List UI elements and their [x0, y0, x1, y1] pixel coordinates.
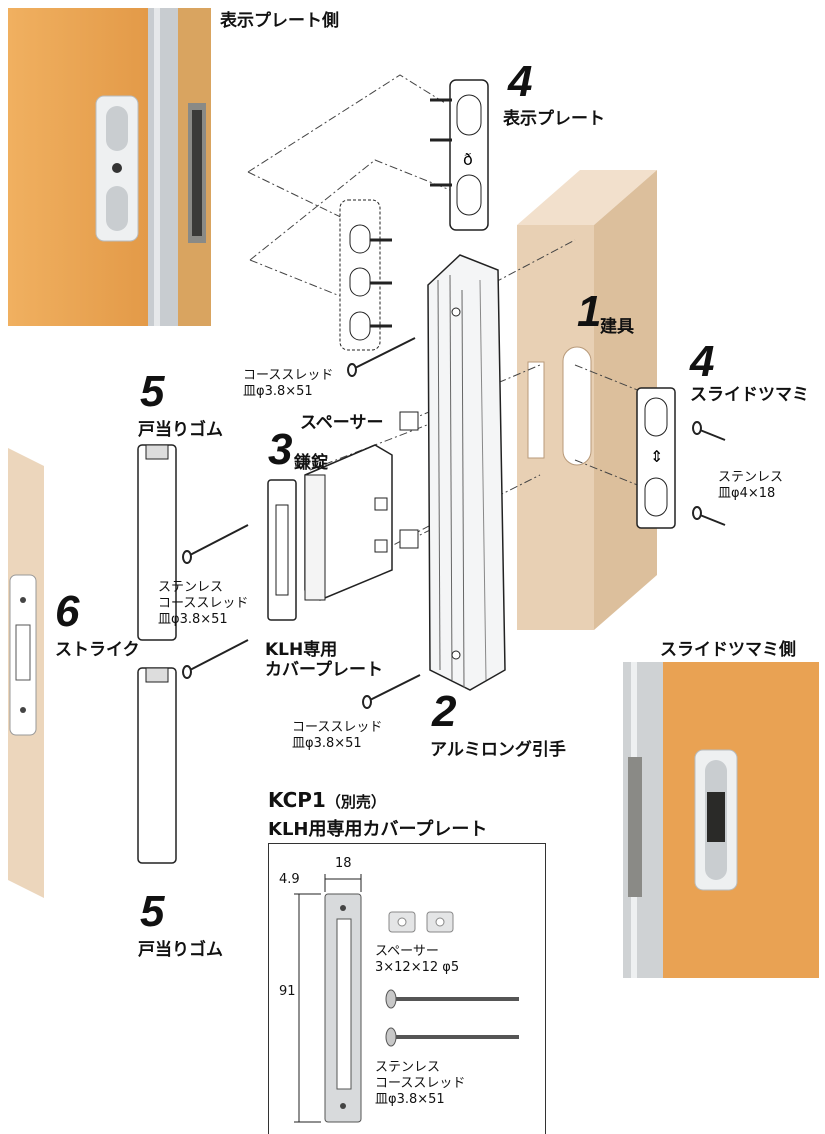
label-slide-knob-side: スライドツマミ側 — [660, 640, 796, 660]
part-number-4-top: 4 — [508, 57, 533, 106]
part-number-1: 1 — [577, 287, 602, 336]
part-number-5-bottom: 5 — [140, 887, 165, 936]
part-number-4-right: 4 — [690, 337, 715, 386]
part-number-6: 6 — [55, 587, 80, 636]
door-stop-rubber-top — [137, 444, 177, 641]
spacer-upper — [399, 411, 419, 431]
kcp1-screw-line1: ステンレス — [375, 1060, 441, 1075]
screws — [182, 337, 726, 709]
label-slide-knob: スライドツマミ — [690, 385, 809, 405]
label-display-plate-side: 表示プレート側 — [220, 11, 339, 31]
svg-text:ð: ð — [463, 150, 473, 169]
kcp1-dim-offset: 4.9 — [279, 872, 300, 887]
part-number-2: 2 — [432, 687, 457, 736]
part-number-5-top: 5 — [140, 367, 165, 416]
label-spacer: スペーサー — [300, 413, 384, 433]
lock-body — [304, 444, 393, 601]
label-klh-cover-plate: KLH専用 カバープレート — [265, 640, 383, 680]
kcp1-title: KCP1（別売） — [268, 788, 386, 812]
coarse-thread-top-line2: 皿φ3.8×51 — [243, 384, 313, 399]
coarse-thread-top-line1: コーススレッド — [243, 368, 334, 383]
label-lock: 鎌錠 — [294, 453, 328, 473]
label-display-plate: 表示プレート — [503, 109, 605, 129]
klh-cover-line2: カバープレート — [265, 660, 383, 680]
kcp1-spacer-spec: 3×12×12 φ5 — [375, 960, 460, 975]
slide-knob: ⇕ — [636, 387, 676, 529]
label-strike: ストライク — [55, 640, 140, 660]
kcp1-model: KCP1 — [268, 788, 326, 812]
photo-slide-knob-side — [623, 662, 819, 978]
label-stainless-coarse: ステンレス コーススレッド 皿φ3.8×51 — [158, 580, 248, 628]
svg-text:⇕: ⇕ — [650, 447, 663, 466]
photo-display-plate-art — [8, 8, 211, 326]
kcp1-dim-width: 18 — [335, 856, 352, 871]
aluminium-handle — [427, 254, 506, 691]
label-stainless-small: ステンレス 皿φ4×18 — [718, 470, 783, 502]
klh-cover-plate — [267, 479, 297, 621]
label-door: 建具 — [600, 317, 634, 337]
door-stop-rubber-bottom — [137, 667, 177, 864]
label-aluminium-handle: アルミロング引手 — [430, 740, 566, 760]
door-block — [517, 170, 657, 630]
display-plate: ð — [430, 79, 489, 231]
kcp1-box: 4.9 18 91 スペーサー 3×12×12 φ5 ステンレス コーススレッド… — [268, 843, 546, 1134]
kcp1-drawing — [294, 874, 519, 1123]
klh-cover-line1: KLH専用 — [265, 640, 338, 660]
label-door-stop-rubber-top: 戸当りゴム — [138, 420, 223, 440]
display-plate-backing — [339, 199, 392, 351]
label-coarse-thread-top: コーススレッド 皿φ3.8×51 — [243, 368, 333, 400]
kcp1-note: （別売） — [325, 793, 386, 811]
kcp1-spacer: スペーサー 3×12×12 φ5 — [375, 944, 459, 976]
spacer-lower — [399, 529, 419, 549]
kcp1-screw-line3: 皿φ3.8×51 — [375, 1092, 445, 1107]
stainless-coarse-line1: ステンレス — [158, 580, 224, 595]
kcp1-spacer-label: スペーサー — [375, 944, 439, 959]
photo-slide-knob-art — [623, 662, 819, 978]
stainless-coarse-line3: 皿φ3.8×51 — [158, 612, 228, 627]
photo-display-plate-side — [8, 8, 211, 326]
kcp1-screw: ステンレス コーススレッド 皿φ3.8×51 — [375, 1060, 465, 1108]
kcp1-screw-line2: コーススレッド — [375, 1076, 466, 1091]
label-coarse-thread-bottom: コーススレッド 皿φ3.8×51 — [292, 720, 382, 752]
kcp1-dim-height: 91 — [279, 984, 296, 999]
label-door-stop-rubber-bottom: 戸当りゴム — [138, 940, 223, 960]
stainless-small-line1: ステンレス — [718, 470, 784, 485]
stainless-coarse-line2: コーススレッド — [158, 596, 249, 611]
coarse-thread-bottom-line2: 皿φ3.8×51 — [292, 736, 362, 751]
kcp1-subtitle: KLH用専用カバープレート — [268, 819, 488, 840]
stainless-small-line2: 皿φ4×18 — [718, 486, 776, 501]
part-number-3: 3 — [268, 425, 293, 474]
strike-panel — [8, 448, 44, 898]
coarse-thread-bottom-line1: コーススレッド — [292, 720, 383, 735]
